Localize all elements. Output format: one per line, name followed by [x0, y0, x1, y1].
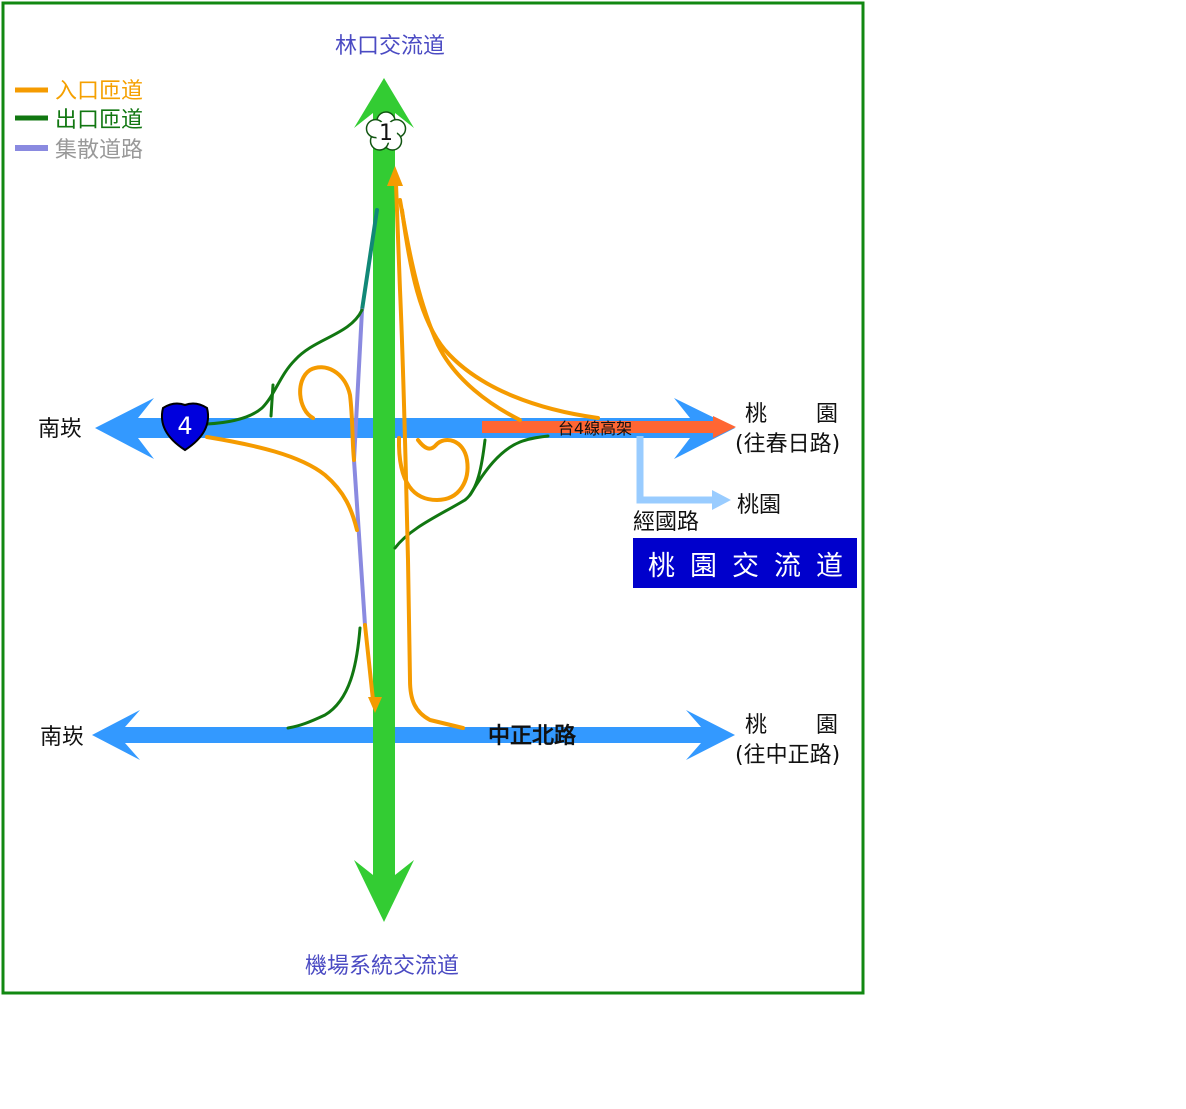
- lower-road-west-label: 南崁: [40, 725, 84, 750]
- entrance-ramp-north-arrow: [387, 166, 403, 186]
- exit-ramp-se: [393, 438, 487, 550]
- lower-road-east-arrow: [686, 710, 735, 760]
- branch-road-line: [636, 436, 716, 504]
- freeway: [354, 78, 414, 922]
- freeway-shield: 1: [365, 111, 407, 151]
- upper-road-west-label: 南崁: [38, 417, 82, 442]
- exit-ramp-nw-spur: [269, 383, 275, 418]
- collector-merge-south: [363, 623, 375, 702]
- diagram-border: [1, 1, 865, 995]
- entrance-loop-west: [298, 365, 356, 462]
- viaduct: 台4線高架: [482, 416, 736, 438]
- collector-merge-arrow: [368, 697, 382, 713]
- lower-road-name: 中正北路: [488, 723, 577, 749]
- branch-road: [636, 436, 731, 510]
- entrance-ramp-north-long: [394, 182, 465, 730]
- upper-road-east-sublabel: (往春日路): [735, 432, 840, 457]
- lower-road-shaft: [123, 727, 703, 743]
- branch-destination-label: 桃園: [737, 493, 781, 518]
- branch-road-arrow: [712, 490, 731, 510]
- freeway-north-arrow: [354, 78, 414, 128]
- viaduct-shaft: [482, 421, 716, 433]
- exit-ramp-sw: [286, 626, 362, 730]
- north-destination: 林口交流道: [335, 34, 445, 59]
- collector-road: [352, 308, 367, 627]
- exit-ramp-nw: [205, 308, 364, 426]
- south-destination: 機場系統交流道: [305, 954, 459, 979]
- collector-diverge: [360, 208, 379, 312]
- upper-road-east-label: 桃園: [745, 402, 838, 427]
- freeway-south-arrow: [354, 860, 414, 922]
- provincial-shield-number: 4: [177, 412, 192, 440]
- branch-road-name: 經國路: [633, 510, 699, 535]
- freeway-shield-number: 1: [379, 121, 393, 146]
- lower-road-west-arrow: [92, 710, 140, 760]
- entrance-loop-east: [396, 436, 470, 502]
- interchange-name-box: 桃園交流道: [633, 538, 857, 588]
- lower-road: [92, 710, 735, 760]
- viaduct-label: 台4線高架: [558, 419, 632, 438]
- entrance-ramp-east-outer: [400, 208, 600, 420]
- entrance-ramp-east-inner: [398, 198, 522, 422]
- legend-exit-label: 出口匝道: [55, 108, 143, 133]
- upper-road-west-arrow: [95, 398, 154, 459]
- freeway-shaft: [373, 112, 395, 876]
- entrance-ramp-west: [205, 435, 359, 532]
- lower-road-east-label: 桃園: [745, 713, 838, 738]
- lower-road-east-sublabel: (往中正路): [735, 743, 840, 768]
- legend-collector-label: 集散道路: [55, 138, 143, 163]
- legend-entrance-label: 入口匝道: [55, 79, 143, 104]
- viaduct-arrow: [713, 416, 736, 438]
- provincial-shield: 4: [161, 402, 209, 452]
- exit-ramp-se-east: [468, 434, 550, 497]
- legend: 入口匝道 出口匝道 集散道路: [15, 79, 143, 163]
